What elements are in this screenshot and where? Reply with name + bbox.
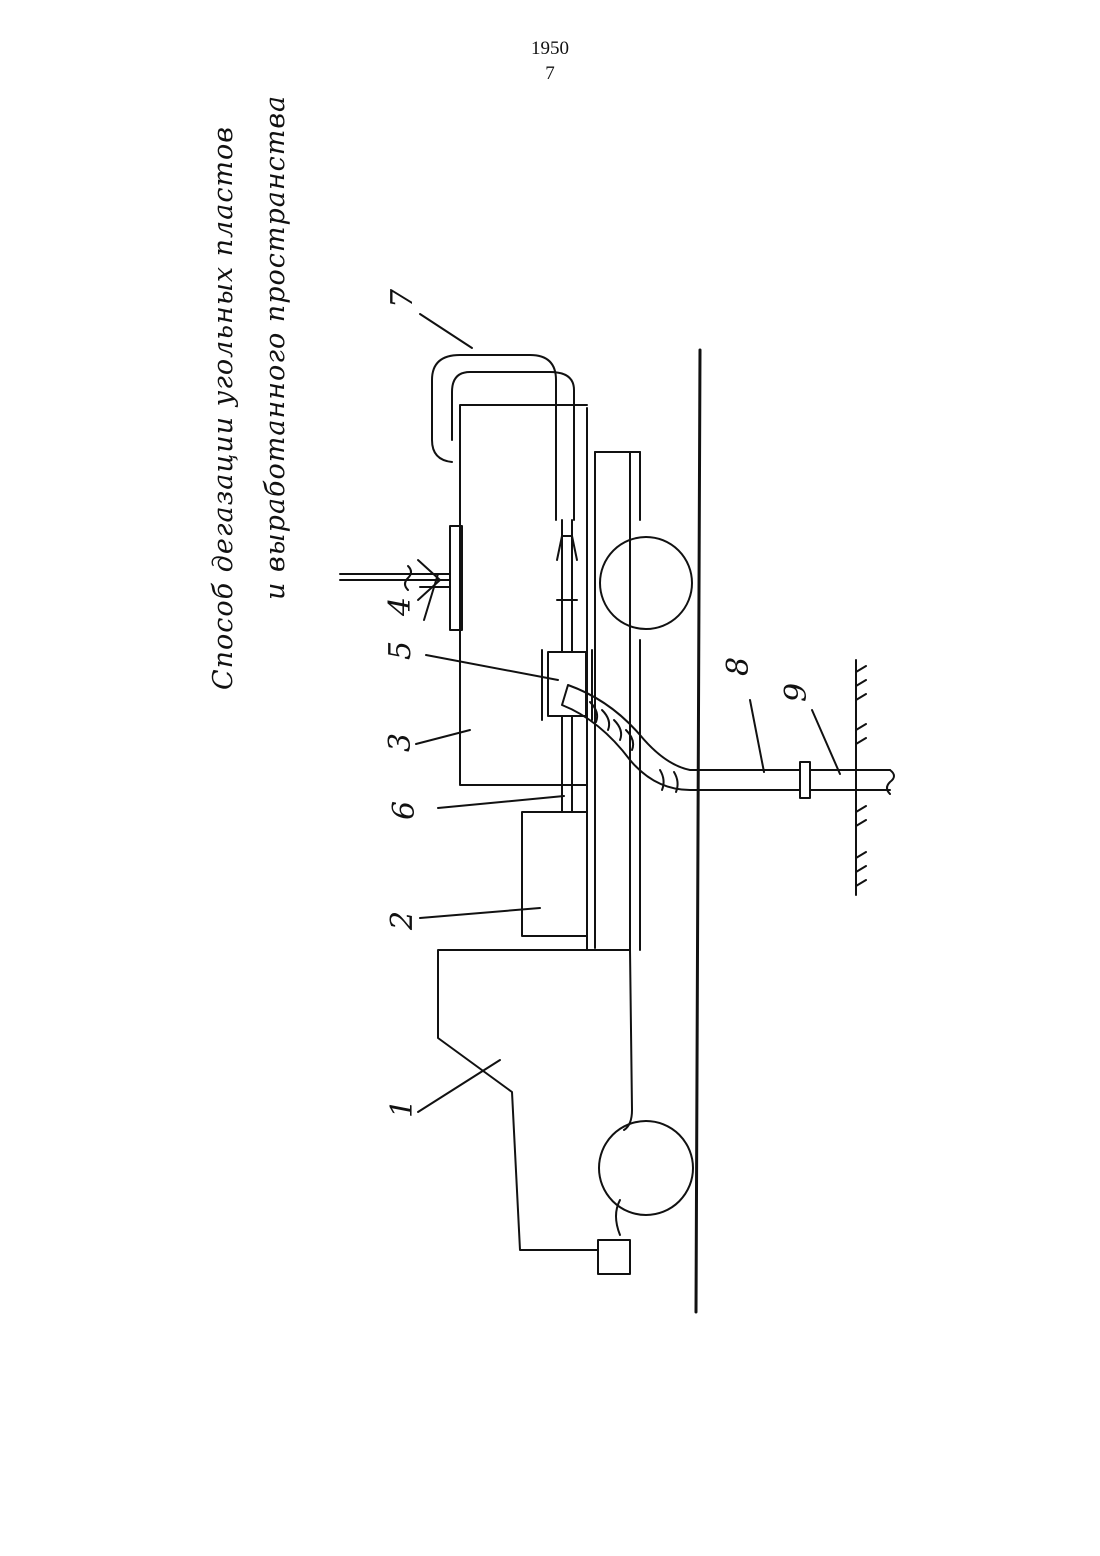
ground-hatching: [856, 660, 866, 895]
chassis-frame: [587, 408, 640, 950]
callout-1: 1: [385, 1099, 420, 1118]
cab-side-box: [598, 1240, 630, 1274]
tank-3: [460, 405, 587, 785]
rear-wheel: [600, 537, 692, 629]
ground-line: [696, 350, 700, 1312]
truck-cab: [438, 950, 632, 1250]
coupling-9: [800, 762, 810, 798]
drawing-title: Способ дегазации угольных пластов и выра…: [208, 95, 291, 690]
callout-4: 4: [383, 597, 418, 617]
callout-2: 2: [385, 911, 420, 931]
unit-2-box: [522, 812, 587, 936]
callout-3: 3: [383, 733, 418, 752]
drawing-title-line2: и выработанного пространства: [260, 95, 291, 600]
hose-corrugations: [590, 702, 678, 792]
pipe-7-outer: [432, 355, 556, 520]
pipe-6: [557, 520, 577, 812]
front-wheel: [599, 1121, 693, 1215]
well-pipe: [810, 770, 894, 794]
callout-8: 8: [721, 657, 756, 676]
flexible-hose-8: [562, 685, 800, 790]
callout-5: 5: [383, 641, 418, 660]
callout-6: 6: [387, 801, 422, 820]
leader-lines: [416, 314, 840, 1112]
callout-labels: 1 2 3 4 5 6 7 8 9: [383, 288, 814, 1118]
callout-9: 9: [779, 683, 814, 702]
callout-7: 7: [385, 288, 420, 308]
drawing-title-line1: Способ дегазации угольных пластов: [208, 126, 239, 690]
